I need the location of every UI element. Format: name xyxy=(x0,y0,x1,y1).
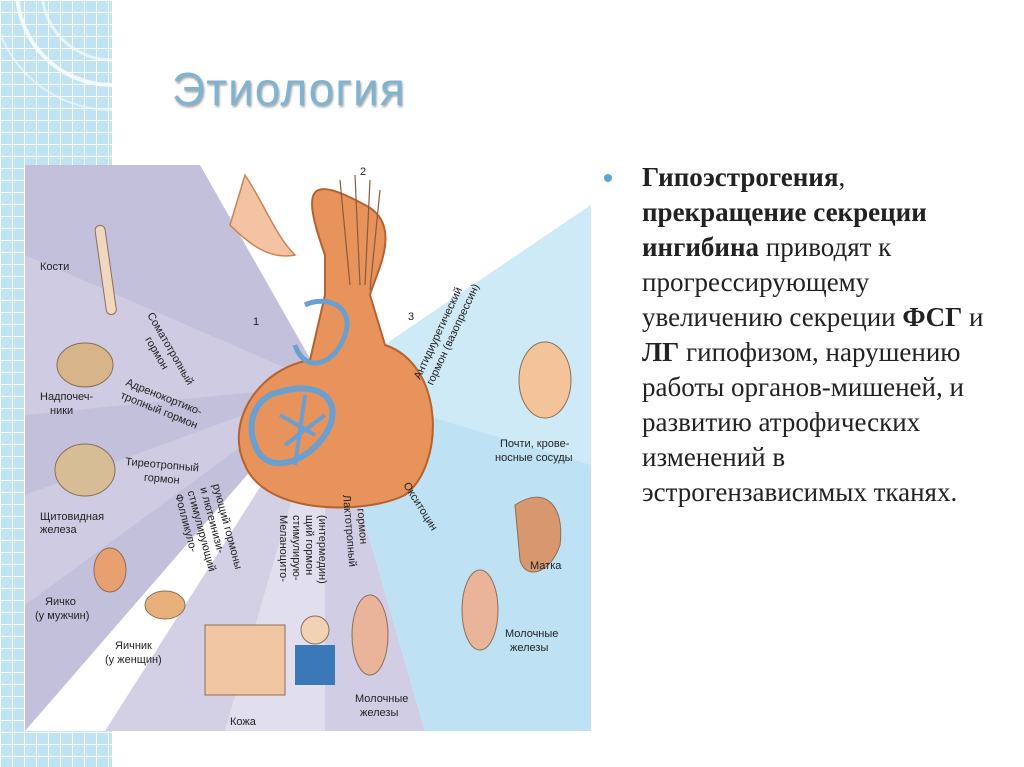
bullet-text-middle: приводят к прогрессирующему увеличению с… xyxy=(642,232,903,332)
label-shchitovidnaya-1: Щитовидная xyxy=(40,511,104,523)
pituitary-hormones-illustration: 2 1 3 Кости Надпочеч- ники Щитовидная же… xyxy=(25,165,591,731)
bullet-text-end: гипофизом, нарушению работы органов-мише… xyxy=(642,337,964,507)
label-pochki-1: Почти, крове- xyxy=(500,438,570,450)
bullet-list: Гипоэстрогения, прекращение секреции инг… xyxy=(604,160,1014,510)
label-nadpochechniki-2: ники xyxy=(50,405,73,417)
fig-num-3: 3 xyxy=(408,311,414,323)
label-molochnye-2: железы xyxy=(360,707,398,719)
fig-num-1: 1 xyxy=(253,316,259,328)
label-h-tireo-2: гормон xyxy=(143,472,180,487)
bullet-bold-hypoestrogenia: Гипоэстрогения xyxy=(642,162,839,192)
label-shchitovidnaya-2: железа xyxy=(40,524,77,536)
decorative-circles xyxy=(0,0,112,111)
bullet-text-and: и xyxy=(962,302,984,332)
label-molochnye-r1: Молочные xyxy=(505,628,558,640)
label-kosti: Кости xyxy=(40,261,69,273)
label-h-melano-4: (интермедин) xyxy=(316,515,328,584)
bullet-bold-fsh: ФСГ xyxy=(902,302,963,332)
bullet-bold-lh: ЛГ xyxy=(642,337,680,367)
label-nadpochechniki-1: Надпочеч- xyxy=(40,391,94,403)
label-yaichko-1: Яичко xyxy=(45,596,76,608)
label-yaichnik-2: (у женщин) xyxy=(105,654,162,666)
fig-num-2: 2 xyxy=(360,166,366,178)
label-h-melano-2: стимулирую- xyxy=(290,515,302,581)
label-kozha: Кожа xyxy=(230,716,257,728)
bullet-dot-icon xyxy=(604,174,612,182)
slide-title: Этиология xyxy=(172,63,406,115)
label-molochnye-r2: железы xyxy=(510,642,548,654)
label-yaichko-2: (у мужчин) xyxy=(35,610,89,622)
bullet-bold-inhibin: прекращение секреции ингибина xyxy=(642,197,927,262)
label-h-melano-3: щий гормон xyxy=(303,515,315,575)
label-h-melano-1: Меланоцито- xyxy=(277,515,289,582)
label-h-lakto-2: гормон xyxy=(354,508,369,545)
label-matka: Матка xyxy=(530,560,562,572)
bullet-text-comma: , xyxy=(838,162,846,192)
label-pochki-2: носные сосуды xyxy=(495,452,573,464)
label-molochnye-1: Молочные xyxy=(355,693,408,705)
label-yaichnik-1: Яичник xyxy=(115,640,152,652)
bullet-item: Гипоэстрогения, прекращение секреции инг… xyxy=(642,160,1014,510)
